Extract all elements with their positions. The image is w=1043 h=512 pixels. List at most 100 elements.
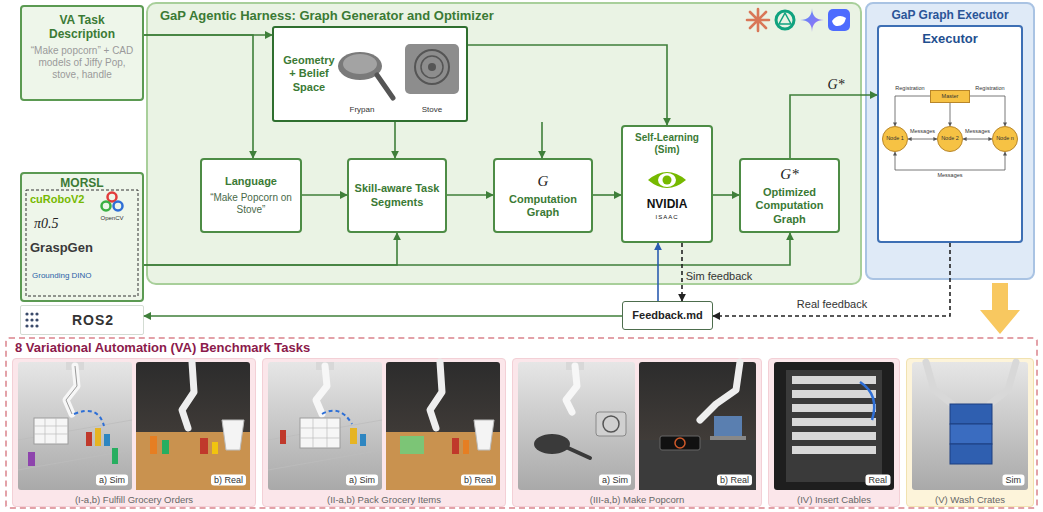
real-photo bbox=[150, 436, 157, 454]
real-photo bbox=[200, 438, 208, 454]
real-photo bbox=[792, 390, 876, 398]
ros-logo bbox=[30, 324, 33, 327]
edge-label: Messages bbox=[937, 173, 962, 179]
part-label-anchor: Stove bbox=[422, 105, 442, 115]
node-text: Self-Learning (Sim) bbox=[627, 132, 707, 156]
real-photo bbox=[714, 416, 742, 436]
photo-tag-anchor: a) Sim bbox=[96, 475, 128, 486]
photo-tag: a) Sim bbox=[346, 475, 378, 486]
sim-photo bbox=[566, 366, 577, 412]
sim-photo bbox=[926, 362, 952, 404]
photo-tag: Real bbox=[865, 475, 890, 486]
stove-drawing bbox=[405, 44, 459, 94]
part-label-anchor: Frypan bbox=[350, 105, 375, 115]
master-node: Master bbox=[930, 90, 970, 103]
tool-logo: Grounding DINO bbox=[32, 271, 92, 281]
real-photo bbox=[786, 370, 882, 482]
part-label: Stove bbox=[422, 105, 442, 115]
llm-logos bbox=[747, 9, 769, 31]
sim-photo bbox=[322, 411, 352, 424]
frypan-drawing bbox=[343, 54, 377, 74]
sim-photo bbox=[268, 362, 382, 490]
sim-photo bbox=[18, 362, 132, 490]
connector bbox=[144, 233, 790, 265]
sim-photo bbox=[112, 448, 118, 464]
photo-tag-anchor: a) Sim bbox=[599, 475, 631, 486]
node-body: Computation Graph bbox=[499, 193, 587, 219]
node-text: Skill-aware Task Segments bbox=[353, 182, 441, 208]
real-photo bbox=[860, 382, 874, 420]
real-photo bbox=[639, 362, 756, 490]
tool-group-outline bbox=[108, 193, 117, 202]
node-text: G bbox=[538, 172, 549, 190]
llm-logos bbox=[779, 13, 791, 24]
real-photo bbox=[639, 362, 756, 490]
tool-logo-anchor: cuRoboV2 bbox=[30, 193, 84, 206]
connector bbox=[950, 103, 951, 126]
graph-node: Node 2 bbox=[937, 126, 963, 152]
photo-tag: a) Sim bbox=[599, 475, 631, 486]
tool-group-outline bbox=[102, 202, 111, 211]
node-text: VA Task Description bbox=[28, 13, 136, 42]
real-photo bbox=[474, 420, 494, 450]
sim-photo bbox=[95, 428, 101, 446]
photo-tag: b) Real bbox=[211, 475, 246, 486]
sim-photo bbox=[912, 362, 1028, 490]
node-text: Master bbox=[942, 94, 959, 100]
library-box: MORSL bbox=[20, 172, 144, 302]
real-photo bbox=[386, 362, 500, 490]
tool-logo: π0.5 bbox=[34, 216, 59, 233]
real-photo bbox=[430, 362, 442, 428]
edge-label-anchor: Real feedback bbox=[797, 298, 867, 311]
stove-drawing bbox=[428, 63, 436, 71]
node-text: ROS2 bbox=[72, 312, 114, 329]
tool-group-outline bbox=[26, 190, 138, 296]
connector bbox=[895, 96, 930, 126]
tool-group-outline bbox=[26, 190, 138, 296]
node-text: G* bbox=[780, 165, 798, 183]
tool-logo-anchor: π0.5 bbox=[34, 216, 59, 233]
sim-photo bbox=[104, 434, 110, 446]
real-photo bbox=[162, 440, 169, 454]
ros-logo bbox=[35, 312, 38, 315]
file-box: Feedback.md bbox=[622, 301, 713, 330]
tool-logo-anchor: OpenCV bbox=[100, 215, 123, 222]
connector bbox=[790, 95, 877, 158]
tool-group-outline bbox=[114, 202, 123, 211]
nvidia-logo bbox=[648, 172, 686, 188]
sim-photo bbox=[950, 424, 992, 444]
brand-logo: NVIDIA bbox=[647, 197, 688, 211]
photo-tag: a) Sim bbox=[96, 475, 128, 486]
ros-logo bbox=[30, 312, 33, 315]
connector bbox=[541, 122, 543, 158]
sim-photo bbox=[74, 411, 104, 426]
photo-tag-anchor: Real bbox=[865, 475, 890, 486]
brand-logo: ISAAC bbox=[655, 214, 678, 221]
connector bbox=[681, 243, 683, 301]
node-text: (V) Wash Crates bbox=[935, 494, 1005, 505]
node-body: “Make Popcorn on Stove” bbox=[206, 192, 296, 216]
connector bbox=[908, 139, 937, 140]
sim-photo bbox=[596, 412, 626, 436]
stove-drawing bbox=[415, 50, 449, 84]
sim-photo bbox=[86, 432, 92, 446]
photo-tag-anchor: b) Real bbox=[461, 475, 496, 486]
llm-logos bbox=[747, 9, 769, 31]
connector bbox=[963, 139, 992, 140]
sim-photo bbox=[950, 444, 992, 464]
sim-photo bbox=[950, 404, 992, 424]
executor-panel: GaP Graph ExecutorExecutorMasterNode 1No… bbox=[865, 2, 1035, 280]
sim-photo bbox=[912, 362, 1028, 490]
node-text: MORSL bbox=[60, 176, 103, 190]
node-body: Optimized Computation Graph bbox=[745, 186, 834, 226]
ros-logo bbox=[25, 318, 28, 321]
ros-logo bbox=[25, 312, 38, 327]
frypan-drawing bbox=[338, 52, 393, 98]
real-photo bbox=[792, 404, 876, 412]
node-text: Node 1 bbox=[886, 136, 904, 142]
real-photo bbox=[792, 376, 876, 384]
real-photo bbox=[792, 418, 876, 426]
